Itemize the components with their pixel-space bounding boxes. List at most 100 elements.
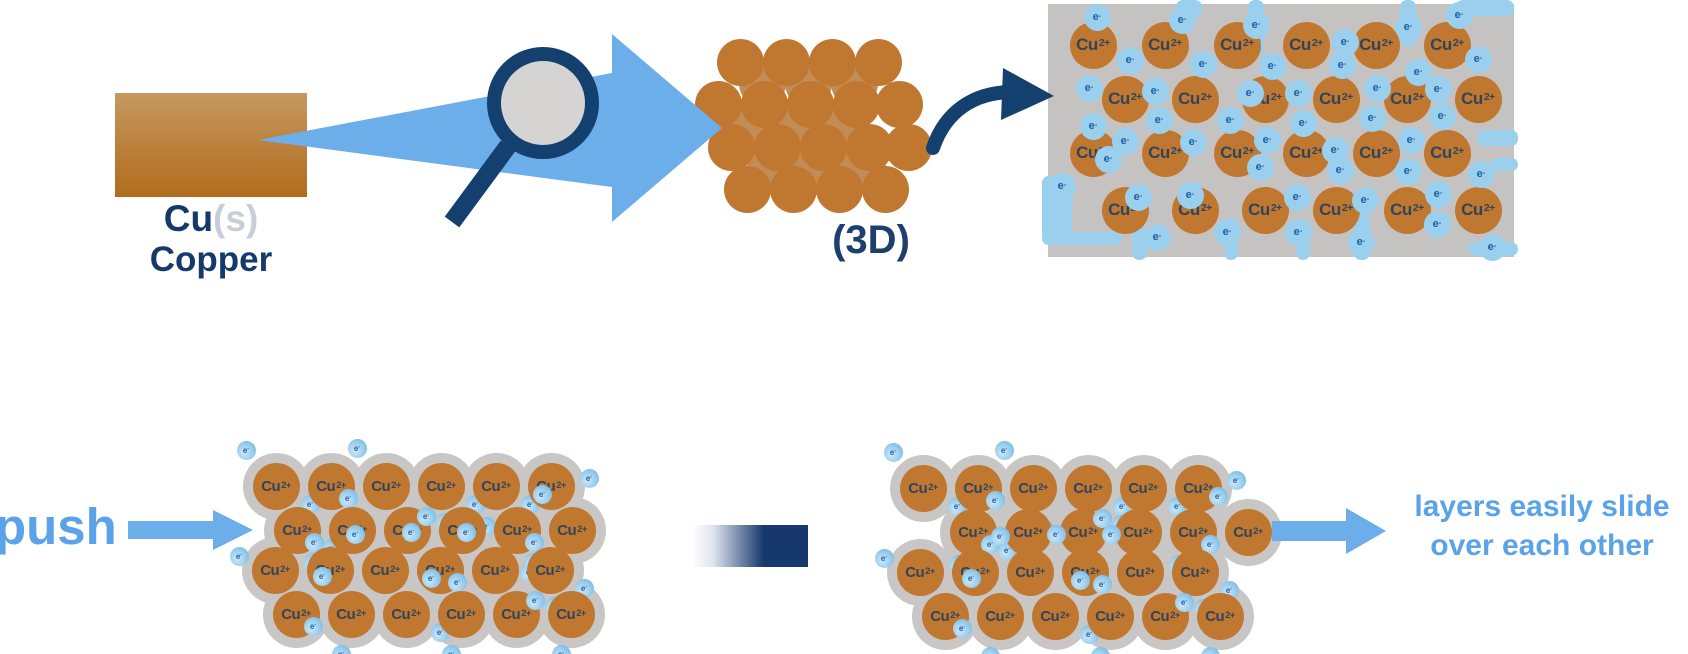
electron: e- [525, 590, 545, 610]
electron: e- [579, 468, 599, 488]
electron: e- [1116, 46, 1144, 74]
cluster-atom [861, 165, 909, 213]
magnifier-handle [444, 140, 516, 228]
electron: e- [1467, 160, 1495, 188]
electron-stream [1042, 232, 1122, 245]
electron: e- [1424, 180, 1452, 208]
electron: e- [532, 484, 552, 504]
electron: e- [345, 524, 365, 544]
electron: e- [874, 548, 894, 568]
electron: e- [1143, 223, 1171, 251]
copper-caption: Cu(s) Copper [100, 199, 322, 281]
electron: e- [1048, 172, 1076, 200]
electron: e- [1168, 6, 1196, 34]
electron: e- [1046, 524, 1066, 544]
cluster-3d-label: (3D) [832, 218, 910, 262]
cluster-atom [769, 165, 817, 213]
cluster-atom [808, 38, 856, 86]
push-label: push [0, 498, 117, 555]
electron-stream [1490, 158, 1518, 171]
electron: e- [1242, 11, 1270, 39]
electron: e- [347, 438, 367, 458]
copper-state: (s) [213, 198, 259, 239]
electron: e- [303, 616, 323, 636]
electron: e- [1079, 112, 1107, 140]
electron: e- [447, 572, 467, 592]
curved-arrow-head [1001, 68, 1054, 120]
electron-stream [1478, 130, 1518, 146]
electron: e- [1328, 51, 1356, 79]
electron: e- [1423, 210, 1451, 238]
electron: e- [1176, 181, 1204, 209]
electron: e- [1189, 50, 1217, 78]
electron: e- [1363, 74, 1391, 102]
electron: e- [1326, 156, 1354, 184]
electron: e- [1174, 592, 1194, 612]
electron: e- [1289, 109, 1317, 137]
electron: e- [1092, 574, 1112, 594]
electron: e- [1284, 79, 1312, 107]
electron: e- [1200, 646, 1220, 654]
curved-arrow [926, 85, 1017, 155]
electron: e- [1331, 28, 1359, 56]
electron: e- [236, 440, 256, 460]
electron: e- [961, 568, 981, 588]
electron: e- [1092, 508, 1112, 528]
electron: e- [304, 532, 324, 552]
electron: e- [1124, 183, 1152, 211]
electron: e- [551, 644, 571, 654]
copper-ion: Cu2+ [527, 462, 575, 510]
electron: e- [524, 532, 544, 552]
cluster-atom [786, 80, 834, 128]
zoom-arrow [258, 34, 722, 222]
electron: e- [1094, 145, 1122, 173]
electron: e- [1090, 646, 1110, 654]
slide-caption-line1: layers easily slide [1414, 490, 1670, 523]
copper-symbol: Cu [163, 198, 214, 239]
copper-name: Copper [149, 240, 273, 279]
cluster-atom [815, 165, 863, 213]
electron: e- [952, 618, 972, 638]
electron: e- [338, 488, 358, 508]
cluster-atom [799, 123, 847, 171]
electron: e- [1351, 186, 1379, 214]
electron: e- [1394, 157, 1422, 185]
electron: e- [441, 644, 461, 654]
electron: e- [990, 526, 1010, 546]
slide-caption: layers easily slide over each other [1396, 487, 1688, 565]
electron: e- [1145, 106, 1173, 134]
electron: e- [1141, 77, 1169, 105]
electron: e- [994, 440, 1014, 460]
electron: e- [456, 522, 476, 542]
electron: e- [331, 644, 351, 654]
electron: e- [1208, 486, 1228, 506]
cluster-atom [716, 38, 764, 86]
